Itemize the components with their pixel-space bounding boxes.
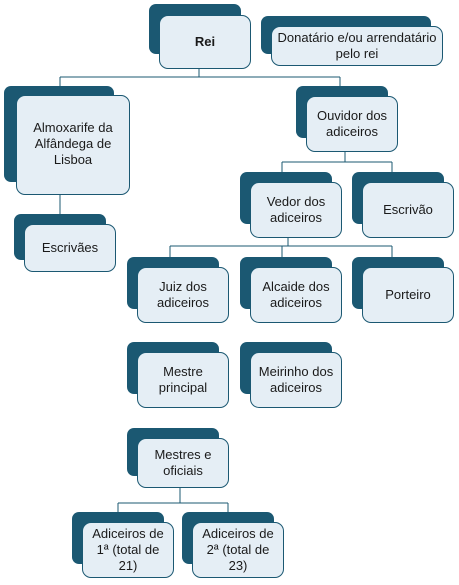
node-mestre-principal-label: Mestre principal (158, 364, 208, 395)
node-vedor-label: Vedor dos adiceiros (266, 194, 326, 225)
node-meirinho: Meirinho dos adiceiros (240, 342, 344, 410)
node-adiceiros-2: Adiceiros de 2ª (total de 23) (182, 512, 286, 580)
node-donatario-label: Donatário e/ou arrendatário pelo rei (277, 30, 437, 61)
node-meirinho-label: Meirinho dos adiceiros (258, 364, 334, 395)
node-escrivaes: Escrivães (14, 214, 118, 274)
node-mestres-oficiais: Mestres e oficiais (127, 428, 231, 490)
node-adiceiros-1-label: Adiceiros de 1ª (total de 21) (92, 526, 164, 573)
node-mestre-principal: Mestre principal (127, 342, 231, 410)
node-vedor: Vedor dos adiceiros (240, 172, 344, 240)
node-rei-label: Rei (194, 34, 216, 49)
node-porteiro: Porteiro (352, 257, 456, 325)
node-almoxarife-label: Almoxarife da Alfândega de Lisboa (33, 120, 113, 167)
node-porteiro-label: Porteiro (385, 287, 431, 302)
node-almoxarife: Almoxarife da Alfândega de Lisboa (4, 86, 130, 197)
node-adiceiros-2-label: Adiceiros de 2ª (total de 23) (202, 526, 274, 573)
node-escrivao: Escrivão (352, 172, 456, 240)
node-rei: Rei (149, 4, 253, 70)
node-juiz: Juiz dos adiceiros (127, 257, 231, 325)
node-escrivaes-label: Escrivães (41, 240, 99, 255)
node-alcaide-label: Alcaide dos adiceiros (262, 279, 330, 310)
node-donatario: Donatário e/ou arrendatário pelo rei (261, 16, 445, 68)
node-escrivao-label: Escrivão (383, 202, 433, 217)
node-ouvidor: Ouvidor dos adiceiros (296, 86, 400, 154)
node-juiz-label: Juiz dos adiceiros (156, 279, 210, 310)
node-ouvidor-label: Ouvidor dos adiceiros (316, 108, 388, 139)
node-mestres-oficiais-label: Mestres e oficiais (154, 447, 212, 478)
node-adiceiros-1: Adiceiros de 1ª (total de 21) (72, 512, 176, 580)
node-alcaide: Alcaide dos adiceiros (240, 257, 344, 325)
